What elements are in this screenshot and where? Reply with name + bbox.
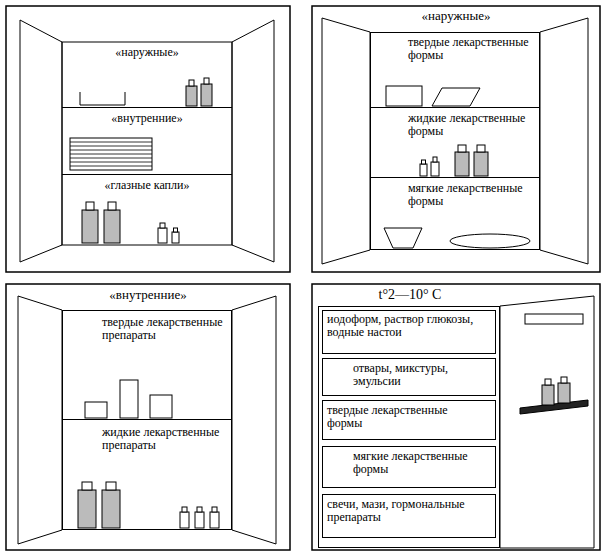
bottle-neck xyxy=(86,202,94,210)
shelf-band: «наружные» xyxy=(62,42,232,108)
bottle-symbol xyxy=(201,84,212,106)
cabinet-heading: «внутренние» xyxy=(43,287,253,302)
bottle-neck xyxy=(545,379,551,385)
vial-neck xyxy=(197,507,202,512)
bottle-neck xyxy=(458,145,466,152)
tray-symbol xyxy=(80,92,125,105)
shelf-band: твердые лекарственные препараты xyxy=(62,310,232,420)
shelf-band: мягкие лекарственные формы xyxy=(370,178,540,250)
fridge-shelf: иодоформ, раствор глюкозы, водные настои xyxy=(322,310,496,354)
bottle-symbol xyxy=(82,210,98,243)
panel-frame xyxy=(312,284,600,550)
vial-neck xyxy=(174,228,178,232)
fridge-shelf: твердые лекарственные формы xyxy=(322,400,496,440)
shelf-label: твердые лекарственные препараты xyxy=(102,316,230,342)
panel-frame xyxy=(312,6,600,272)
shelf-label: «наружные» xyxy=(62,46,232,59)
box-symbol xyxy=(432,88,480,106)
fridge-shelf: отвары, микстуры, эмульсии xyxy=(322,358,496,396)
vial-neck xyxy=(160,223,165,228)
vial-symbol xyxy=(420,164,427,176)
bottle-neck xyxy=(82,482,92,490)
bottle-neck xyxy=(477,145,485,152)
tablet-stack xyxy=(70,138,152,170)
shelf-label: жидкие лекарственные формы xyxy=(408,112,538,138)
bottle-neck xyxy=(204,78,209,84)
fridge-shelf: мягкие лекарственные формы xyxy=(322,446,496,488)
bottle-symbol xyxy=(186,86,197,106)
shelf-band: «глазные капли» xyxy=(62,175,232,245)
shelf-label: жидкие лекарственные препараты xyxy=(102,426,230,452)
panel-frame xyxy=(6,6,290,272)
shelf-label: «внутренние» xyxy=(62,112,232,125)
vial-symbol xyxy=(172,232,179,243)
box-symbol xyxy=(386,86,422,106)
bottle-symbol xyxy=(558,383,570,403)
shelf-band: жидкие лекарственные препараты xyxy=(62,420,232,530)
box-symbol xyxy=(85,402,107,418)
bottle-symbol xyxy=(455,152,469,176)
cabinet-door xyxy=(540,18,588,264)
shelf-label: иодоформ, раствор глюкозы, водные настои xyxy=(327,313,489,339)
tablet-stack-lines xyxy=(70,142,152,166)
bottle-symbol xyxy=(102,490,120,528)
vial-symbol xyxy=(158,228,167,243)
bottle-neck xyxy=(108,202,116,210)
vial-neck xyxy=(422,160,426,164)
vial-symbol xyxy=(210,512,219,528)
vial-symbol xyxy=(180,512,189,528)
bottle-symbol xyxy=(542,385,554,405)
cabinet-door xyxy=(20,20,62,262)
fridge-body: t°2—10° Cиодоформ, раствор глюкозы, водн… xyxy=(318,306,500,548)
shelf-band: «внутренние» xyxy=(62,108,232,175)
box-symbol xyxy=(120,380,138,418)
vial-symbol xyxy=(195,512,204,528)
cabinet-door xyxy=(18,296,62,544)
shelf-label: отвары, микстуры, эмульсии xyxy=(353,362,493,388)
shelf-band: жидкие лекарственные формы xyxy=(370,108,540,178)
fridge-door xyxy=(500,296,594,548)
shelf-label: «глазные капли» xyxy=(62,179,232,192)
cabinet-door xyxy=(232,296,276,544)
door-slot xyxy=(525,314,583,324)
cabinet-heading: t°2—10° C xyxy=(299,287,521,303)
shelf-label: свечи, мази, гормональные препараты xyxy=(327,498,487,524)
vial-neck xyxy=(433,157,437,162)
box-symbol xyxy=(150,395,172,418)
bottle-symbol xyxy=(104,210,120,243)
cabinet-heading: «наружные» xyxy=(351,8,561,23)
cabinet-body: «наружные»твердые лекарственные формыжид… xyxy=(370,32,540,250)
panel-frame xyxy=(6,284,290,550)
bottle-symbol xyxy=(474,152,488,176)
dish-symbol xyxy=(450,234,530,248)
shelf-label: мягкие лекарственные формы xyxy=(408,182,538,208)
cabinet-body xyxy=(62,42,232,245)
shelf-label: твердые лекарственные формы xyxy=(327,404,477,430)
fridge-shelf: свечи, мази, гормональные препараты xyxy=(322,494,496,538)
jar-symbol xyxy=(384,228,422,248)
cabinet-door xyxy=(232,20,274,262)
bottle-neck xyxy=(189,80,194,86)
vial-neck xyxy=(212,507,217,512)
bottle-neck xyxy=(106,482,116,490)
cabinet-door xyxy=(322,18,370,264)
shelf-label: мягкие лекарственные формы xyxy=(353,450,493,476)
vial-symbol xyxy=(431,162,439,176)
shelf-label: твердые лекарственные формы xyxy=(408,36,538,62)
bottle-neck xyxy=(561,377,567,383)
shelf-band: твердые лекарственные формы xyxy=(370,32,540,108)
bottle-symbol xyxy=(78,490,96,528)
cabinet-body: «внутренние»твердые лекарственные препар… xyxy=(62,310,232,530)
vial-neck xyxy=(182,507,187,512)
